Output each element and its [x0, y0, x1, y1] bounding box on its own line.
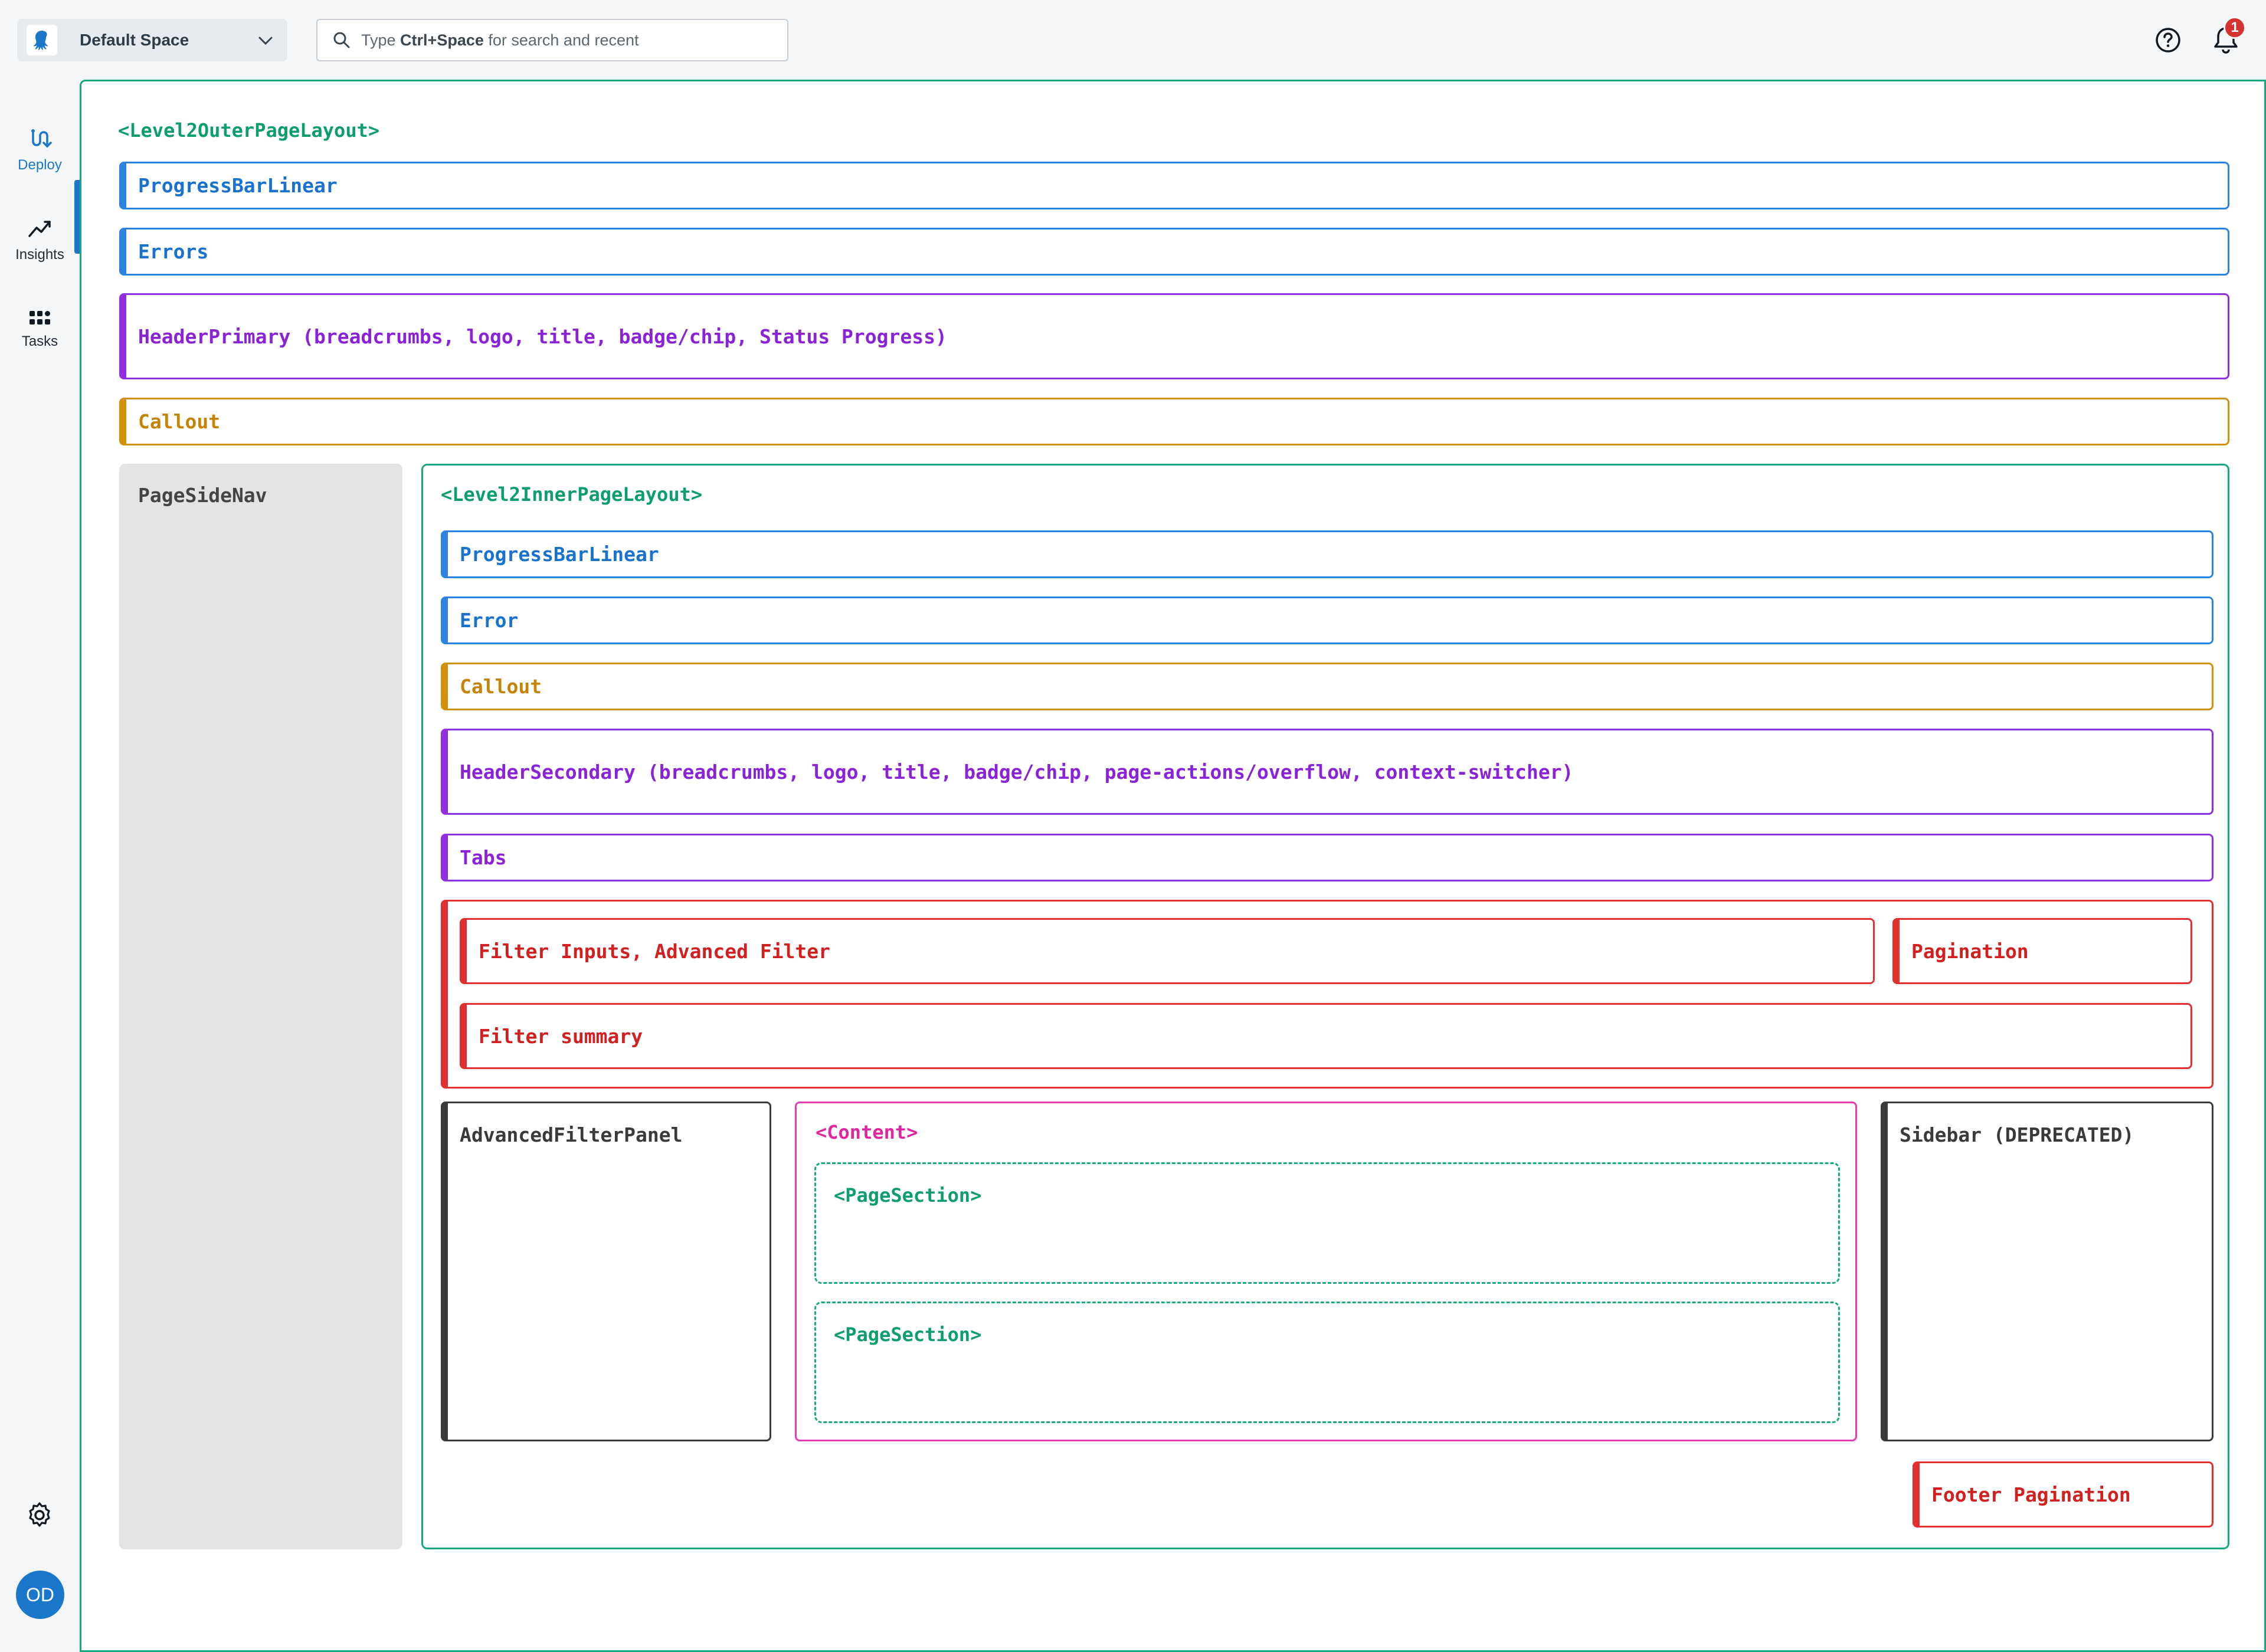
page-section: <PageSection> — [814, 1302, 1840, 1423]
rail-label-deploy: Deploy — [18, 157, 62, 173]
filter-group: Filter Inputs, Advanced Filter Paginatio… — [441, 900, 2213, 1089]
content-tag: <Content> — [816, 1121, 918, 1143]
footer-pagination: Footer Pagination — [1913, 1461, 2213, 1528]
header-secondary-label: HeaderSecondary (breadcrumbs, logo, titl… — [460, 760, 1574, 784]
left-nav-rail: Deploy Insights Tasks — [0, 80, 80, 1652]
filter-summary: Filter summary — [460, 1003, 2192, 1069]
inner-layout-tag: <Level2InnerPageLayout> — [441, 483, 703, 506]
inner-callout: Callout — [441, 663, 2213, 710]
settings-gear-icon[interactable] — [26, 1502, 53, 1529]
page-side-nav-label: PageSideNav — [138, 484, 267, 507]
filter-summary-label: Filter summary — [479, 1024, 643, 1048]
search-placeholder: Type Ctrl+Space for search and recent — [361, 31, 639, 49]
content: <Content> <PageSection> <PageSection> — [795, 1102, 1857, 1441]
pagination: Pagination — [1892, 918, 2192, 984]
inner-progress-bar: ProgressBarLinear — [441, 530, 2213, 578]
notification-count-badge: 1 — [2224, 17, 2246, 39]
rail-item-insights[interactable]: Insights — [0, 196, 80, 284]
pagination-label: Pagination — [1911, 939, 2029, 963]
inner-callout-label: Callout — [460, 675, 542, 698]
header-primary-label: HeaderPrimary (breadcrumbs, logo, title,… — [138, 324, 947, 348]
level2-outer-page-layout: <Level2OuterPageLayout> ProgressBarLinea… — [80, 80, 2266, 1652]
advanced-filter-panel: AdvancedFilterPanel — [441, 1102, 771, 1441]
inner-progress-label: ProgressBarLinear — [460, 543, 659, 566]
outer-errors: Errors — [119, 228, 2229, 276]
insights-chart-icon — [28, 221, 51, 237]
page-section: <PageSection> — [814, 1162, 1840, 1284]
header-primary: HeaderPrimary (breadcrumbs, logo, title,… — [119, 293, 2229, 379]
inner-error-label: Error — [460, 609, 519, 632]
page-side-nav: PageSideNav — [119, 464, 402, 1549]
outer-callout-label: Callout — [138, 410, 221, 433]
filter-inputs-label: Filter Inputs, Advanced Filter — [479, 939, 831, 963]
deploy-icon — [31, 129, 52, 148]
footer-pagination-label: Footer Pagination — [1931, 1483, 2131, 1506]
user-avatar[interactable]: OD — [16, 1571, 64, 1619]
tasks-grid-icon — [29, 311, 50, 324]
chevron-down-icon[interactable] — [257, 32, 274, 50]
sidebar-deprecated-label: Sidebar (DEPRECATED) — [1900, 1123, 2134, 1146]
octopus-logo-icon — [27, 25, 57, 55]
space-name: Default Space — [80, 31, 189, 49]
outer-layout-tag: <Level2OuterPageLayout> — [118, 119, 380, 142]
rail-label-insights: Insights — [15, 247, 64, 263]
help-icon[interactable] — [2154, 26, 2182, 54]
header-secondary: HeaderSecondary (breadcrumbs, logo, titl… — [441, 729, 2213, 815]
rail-label-tasks: Tasks — [21, 333, 58, 349]
outer-progress-bar: ProgressBarLinear — [119, 162, 2229, 209]
filter-inputs: Filter Inputs, Advanced Filter — [460, 918, 1875, 984]
search-icon — [333, 32, 350, 48]
space-switcher[interactable]: Default Space — [17, 19, 287, 61]
tabs-label: Tabs — [460, 846, 507, 869]
sidebar-deprecated: Sidebar (DEPRECATED) — [1881, 1102, 2213, 1441]
search-input[interactable]: Type Ctrl+Space for search and recent — [316, 19, 788, 61]
outer-errors-label: Errors — [138, 240, 209, 263]
page-section-tag: <PageSection> — [834, 1323, 982, 1346]
page-section-tag: <PageSection> — [834, 1184, 982, 1207]
tabs: Tabs — [441, 834, 2213, 881]
rail-item-deploy[interactable]: Deploy — [0, 106, 80, 195]
rail-item-tasks[interactable]: Tasks — [0, 286, 80, 374]
inner-error: Error — [441, 596, 2213, 644]
rail-active-indicator — [74, 180, 80, 254]
level2-inner-page-layout: <Level2InnerPageLayout> ProgressBarLinea… — [421, 464, 2229, 1549]
outer-callout: Callout — [119, 398, 2229, 445]
advanced-filter-panel-label: AdvancedFilterPanel — [460, 1123, 683, 1146]
outer-progress-label: ProgressBarLinear — [138, 174, 338, 197]
top-bar: Default Space Type Ctrl+Space for search… — [0, 0, 2266, 80]
